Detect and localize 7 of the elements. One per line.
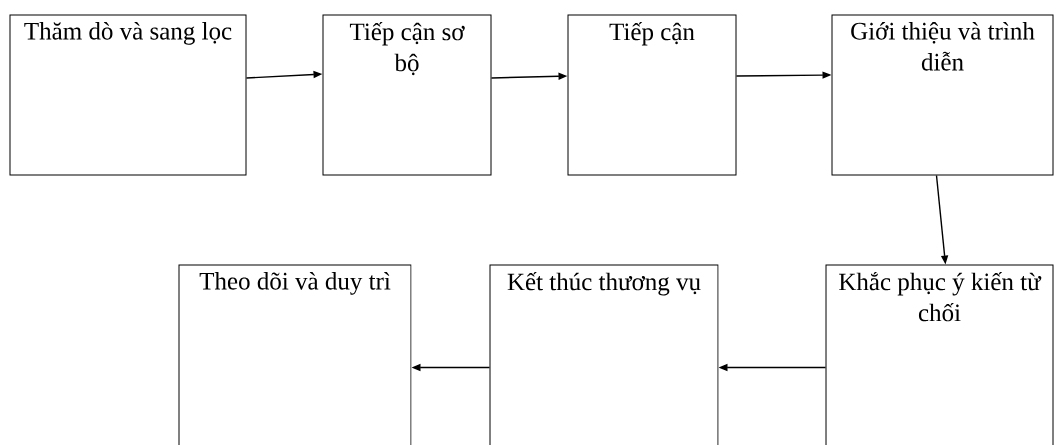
process-box: Tiếp cận: [567, 14, 737, 176]
process-box: Tiếp cận sơ bộ: [322, 14, 492, 176]
process-box: Giới thiệu và trình diễn: [831, 14, 1054, 176]
process-box: Kết thúc thương vụ: [489, 264, 719, 445]
process-box: Thăm dò và sang lọc: [9, 14, 247, 176]
process-box: Theo dõi và duy trì: [178, 264, 412, 445]
process-box: Khắc phục ý kiến từ chối: [825, 264, 1054, 445]
